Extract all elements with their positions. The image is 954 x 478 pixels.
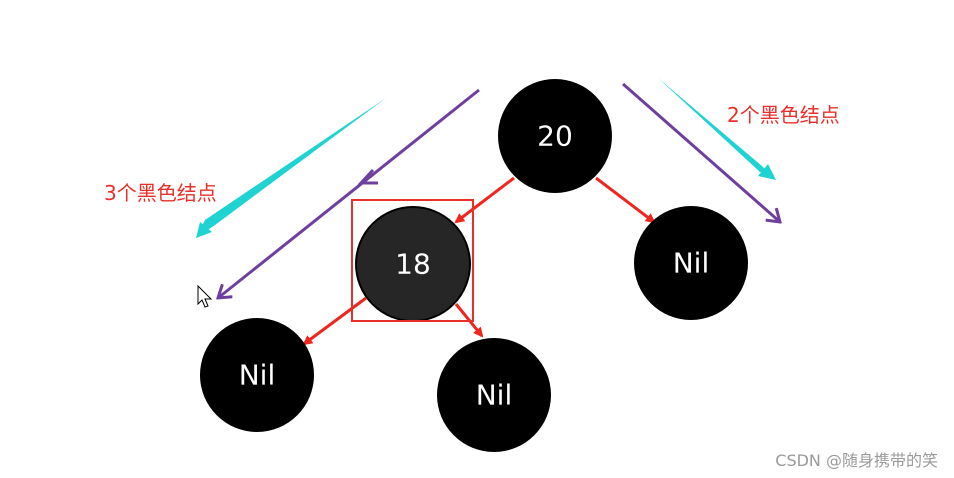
- node-right-nil: Nil: [634, 206, 748, 320]
- right-cyan-arrow: [658, 78, 776, 180]
- edge-18-to-left-nil: [302, 296, 367, 346]
- left-cyan-arrow-head: [196, 222, 212, 238]
- node-left-right-nil-label: Nil: [476, 379, 513, 412]
- left-path-arrow-mid-head: [357, 168, 378, 185]
- edge-20-to-18: [454, 176, 515, 224]
- node-root: 20: [498, 79, 612, 193]
- node-18-label: 18: [395, 248, 431, 281]
- node-left-right-nil: Nil: [437, 338, 551, 452]
- node-root-label: 20: [537, 120, 573, 153]
- right-path-annotation: 2个黑色结点: [727, 103, 840, 127]
- node-root-circle: [498, 79, 612, 193]
- right-cyan-arrow-head: [758, 164, 776, 180]
- node-right-nil-label: Nil: [673, 247, 710, 280]
- node-left-left-nil: Nil: [200, 318, 314, 432]
- left-path-arrow: [218, 88, 480, 298]
- left-path-annotation: 3个黑色结点: [104, 181, 217, 205]
- right-path-arrow: [622, 82, 780, 222]
- edge-20-to-nil: [595, 176, 656, 224]
- left-cyan-arrow: [196, 98, 386, 238]
- node-left-right-nil-circle: [437, 338, 551, 452]
- node-18: 18: [355, 206, 471, 322]
- highlight-box: [351, 199, 474, 322]
- node-right-nil-circle: [634, 206, 748, 320]
- node-left-left-nil-circle: [200, 318, 314, 432]
- node-left-left-nil-label: Nil: [239, 359, 276, 392]
- watermark: CSDN @随身携带的笑: [775, 451, 938, 470]
- mouse-cursor-icon: [197, 284, 213, 308]
